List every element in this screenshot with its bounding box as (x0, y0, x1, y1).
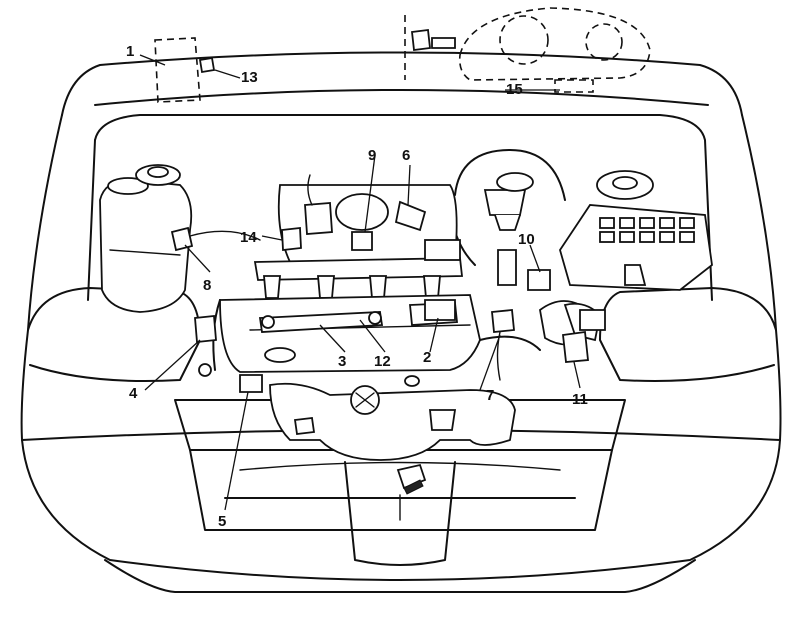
callout-labels: 1 2 3 4 5 6 7 8 9 10 11 12 13 14 15 (126, 43, 588, 530)
sensor-5 (239, 374, 263, 393)
callout-3: 3 (338, 353, 346, 370)
relay-cell (659, 231, 675, 243)
sensor-2 (424, 299, 456, 321)
relay-cell (619, 217, 635, 229)
leader-lines (139, 54, 581, 511)
sensor-10 (497, 249, 551, 291)
fuel-injector (369, 275, 387, 299)
relay-cell (639, 217, 655, 229)
relay-cell (679, 217, 695, 229)
radiator-area (269, 375, 516, 461)
relay-cell (639, 231, 655, 243)
relay-cell (679, 231, 695, 243)
relay-cell (599, 217, 615, 229)
strut-tower-right (596, 170, 654, 200)
sensor-lower-bumper (396, 463, 427, 521)
sensor-4 (194, 315, 217, 377)
callout-11: 11 (572, 391, 588, 408)
callout-4: 4 (129, 385, 138, 402)
callout-15: 15 (506, 81, 523, 98)
relay-cell (659, 217, 675, 229)
relay-cell (619, 231, 635, 243)
instrument-cluster-15 (458, 7, 651, 93)
callout-2: 2 (423, 349, 431, 366)
coolant-reservoir (99, 177, 193, 313)
callout-14: 14 (240, 229, 257, 246)
sensor-6 (394, 200, 461, 261)
callout-6: 6 (402, 147, 410, 164)
sensor-14 (281, 174, 333, 252)
callout-10: 10 (518, 231, 535, 248)
callout-9: 9 (368, 147, 376, 164)
part-dash-connector (404, 15, 456, 80)
relay-cell (599, 231, 615, 243)
sensor-8 (170, 226, 261, 252)
fuel-injector (263, 275, 281, 299)
part-13-connector (198, 56, 216, 74)
callout-12: 12 (374, 353, 391, 370)
fuel-injector (423, 275, 441, 299)
callout-5: 5 (218, 513, 226, 530)
brake-booster (449, 149, 566, 266)
sensor-7 (491, 309, 515, 381)
relay-box (559, 204, 713, 291)
callout-7: 7 (486, 387, 494, 404)
sensor-11 (562, 309, 606, 363)
sensor-9 (351, 231, 373, 251)
callout-1: 1 (126, 43, 134, 60)
callout-13: 13 (241, 69, 258, 86)
fuel-injector (317, 275, 335, 299)
callout-8: 8 (203, 277, 211, 294)
strut-tower-left (135, 164, 181, 186)
part-1-ecu (154, 37, 201, 103)
